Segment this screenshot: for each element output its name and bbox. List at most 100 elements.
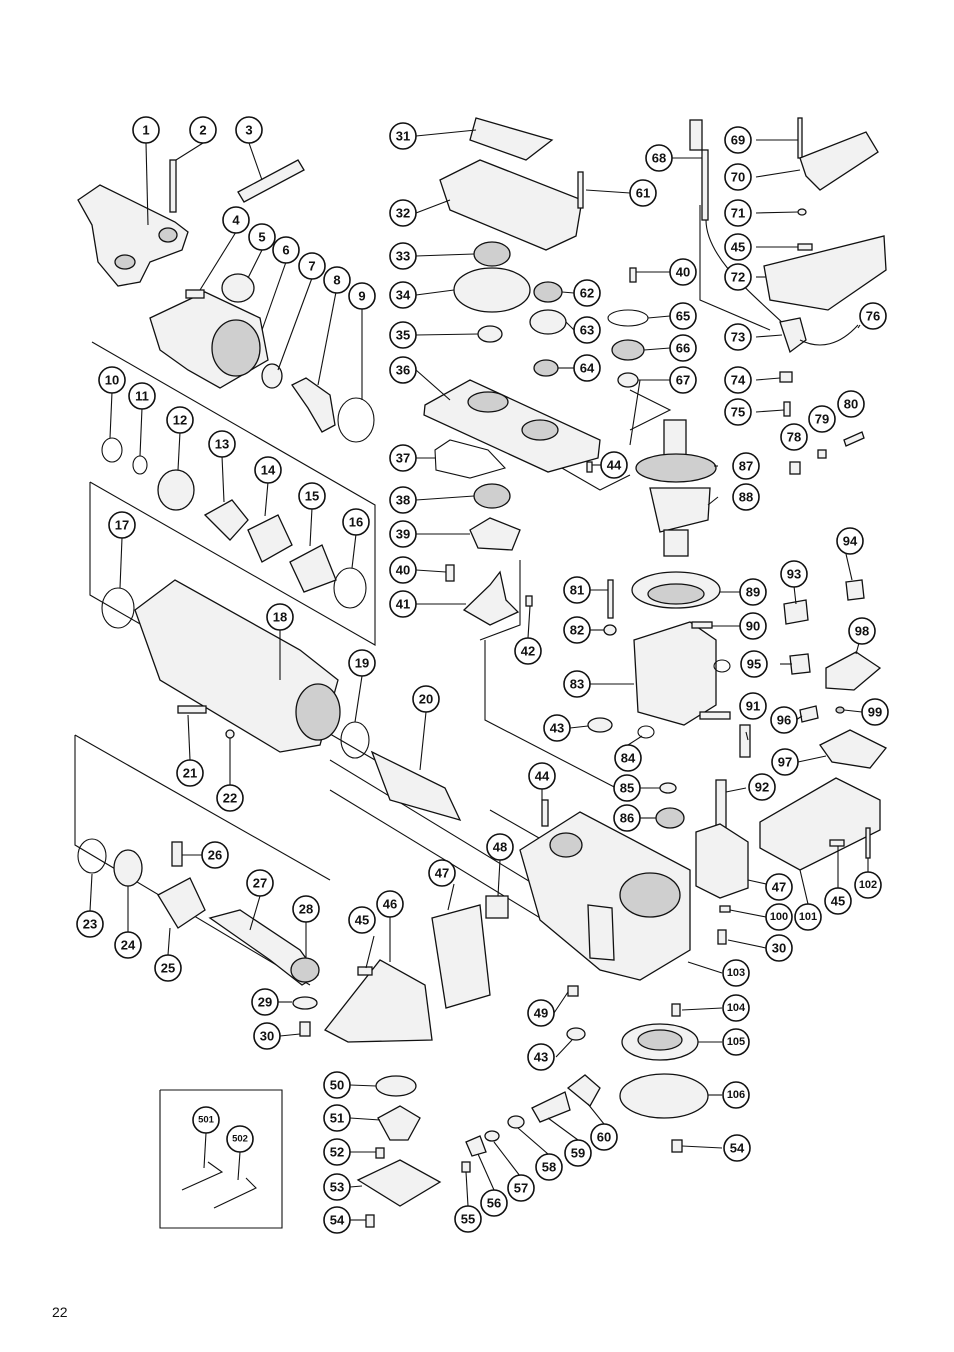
callout-50: 50 — [323, 1071, 351, 1099]
callout-92: 92 — [748, 773, 776, 801]
svg-text:30: 30 — [260, 1029, 274, 1044]
handle-part — [77, 184, 189, 287]
leader-lines — [89, 129, 869, 1221]
svg-text:93: 93 — [787, 567, 801, 582]
callout-64: 64 — [573, 354, 601, 382]
callout-39: 39 — [389, 520, 417, 548]
svg-text:86: 86 — [620, 811, 634, 826]
callout-106: 106 — [722, 1081, 750, 1109]
callout-41: 41 — [389, 590, 417, 618]
svg-text:57: 57 — [514, 1181, 528, 1196]
callout-59: 59 — [564, 1139, 592, 1167]
svg-text:96: 96 — [777, 713, 791, 728]
callout-102: 102 — [854, 871, 882, 899]
svg-text:50: 50 — [330, 1078, 344, 1093]
svg-text:36: 36 — [396, 363, 410, 378]
callout-35: 35 — [389, 321, 417, 349]
svg-text:51: 51 — [330, 1111, 344, 1126]
svg-text:17: 17 — [115, 518, 129, 533]
callout-45-right: 45 — [824, 887, 852, 915]
svg-text:55: 55 — [461, 1212, 475, 1227]
main-housing-part — [519, 799, 691, 981]
callout-87: 87 — [732, 452, 760, 480]
callout-20: 20 — [412, 685, 440, 713]
callout-79: 79 — [808, 405, 836, 433]
callout-72: 72 — [724, 263, 752, 291]
callout-11: 11 — [128, 382, 156, 410]
stator-part — [603, 571, 731, 739]
callout-81: 81 — [563, 576, 591, 604]
callout-46: 46 — [376, 890, 404, 918]
svg-text:20: 20 — [419, 692, 433, 707]
callout-90: 90 — [739, 612, 767, 640]
pin-part — [169, 159, 177, 213]
callout-8: 8 — [323, 266, 351, 294]
callout-74: 74 — [724, 366, 752, 394]
callout-105: 105 — [722, 1028, 750, 1056]
svg-text:29: 29 — [258, 995, 272, 1010]
callout-21: 21 — [176, 759, 204, 787]
callout-60: 60 — [590, 1123, 618, 1151]
callout-75: 75 — [724, 398, 752, 426]
gear-cover-part — [439, 117, 584, 251]
svg-text:69: 69 — [731, 133, 745, 148]
svg-text:74: 74 — [731, 373, 746, 388]
svg-text:66: 66 — [676, 341, 690, 356]
svg-text:48: 48 — [493, 840, 507, 855]
callout-83: 83 — [563, 670, 591, 698]
callout-30-right: 30 — [765, 934, 793, 962]
callout-47-right: 47 — [765, 873, 793, 901]
callout-86: 86 — [613, 804, 641, 832]
callout-12: 12 — [166, 406, 194, 434]
callout-22: 22 — [216, 784, 244, 812]
svg-text:32: 32 — [396, 206, 410, 221]
svg-text:75: 75 — [731, 405, 745, 420]
svg-text:61: 61 — [636, 186, 650, 201]
svg-text:84: 84 — [621, 751, 636, 766]
callout-53: 53 — [323, 1173, 351, 1201]
svg-text:40: 40 — [396, 563, 410, 578]
svg-text:21: 21 — [183, 766, 197, 781]
callout-5: 5 — [248, 223, 276, 251]
callout-73: 73 — [724, 323, 752, 351]
callout-44-lower: 44 — [528, 762, 556, 790]
svg-text:90: 90 — [746, 619, 760, 634]
svg-text:24: 24 — [121, 938, 136, 953]
callout-36: 36 — [389, 356, 417, 384]
cylinder-housing — [134, 579, 462, 822]
callout-54-right: 54 — [723, 1134, 751, 1162]
callout-57: 57 — [507, 1174, 535, 1202]
svg-text:41: 41 — [396, 597, 410, 612]
svg-text:11: 11 — [135, 389, 149, 404]
svg-text:9: 9 — [358, 289, 365, 304]
callout-56: 56 — [480, 1189, 508, 1217]
callout-13: 13 — [208, 430, 236, 458]
crank-parts — [445, 483, 533, 626]
callout-101: 101 — [794, 903, 822, 931]
svg-text:70: 70 — [731, 170, 745, 185]
svg-text:45: 45 — [731, 240, 745, 255]
brush-parts — [695, 579, 888, 945]
inner-cover-part — [423, 379, 601, 479]
svg-text:34: 34 — [396, 288, 411, 303]
callout-62: 62 — [573, 279, 601, 307]
callout-501: 501 — [192, 1106, 220, 1134]
callout-93: 93 — [780, 560, 808, 588]
svg-text:45: 45 — [831, 894, 845, 909]
callout-30-left: 30 — [253, 1022, 281, 1050]
svg-text:8: 8 — [333, 273, 340, 288]
callout-96: 96 — [770, 706, 798, 734]
callout-91: 91 — [739, 692, 767, 720]
svg-text:53: 53 — [330, 1180, 344, 1195]
svg-text:56: 56 — [487, 1196, 501, 1211]
callout-29: 29 — [251, 988, 279, 1016]
callout-4: 4 — [222, 206, 250, 234]
svg-text:502: 502 — [232, 1134, 248, 1145]
callout-2: 2 — [189, 116, 217, 144]
svg-text:31: 31 — [396, 129, 410, 144]
svg-text:15: 15 — [305, 489, 319, 504]
callout-58: 58 — [535, 1153, 563, 1181]
svg-text:72: 72 — [731, 270, 745, 285]
svg-text:64: 64 — [580, 361, 595, 376]
